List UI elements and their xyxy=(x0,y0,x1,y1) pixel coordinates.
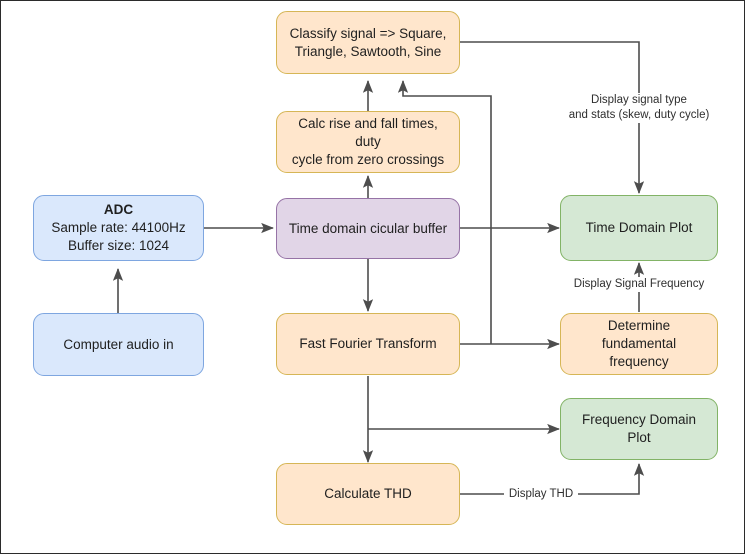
node-computer-audio-in[interactable]: Computer audio in xyxy=(33,313,204,376)
node-determine-fundamental-frequency-label: Determine fundamental frequency xyxy=(601,318,677,369)
node-fast-fourier-transform-label: Fast Fourier Transform xyxy=(299,336,437,352)
node-classify-signal-label: Classify signal => Square, Triangle, Saw… xyxy=(289,25,447,59)
edge-label-display-signal-type: Display signal type and stats (skew, dut… xyxy=(559,93,719,123)
node-classify-signal[interactable]: Classify signal => Square, Triangle, Saw… xyxy=(276,11,460,74)
node-fast-fourier-transform[interactable]: Fast Fourier Transform xyxy=(276,313,460,375)
node-time-domain-buffer-label: Time domain cicular buffer xyxy=(288,220,448,236)
node-determine-fundamental-frequency[interactable]: Determine fundamental frequency xyxy=(560,313,718,375)
node-time-domain-buffer[interactable]: Time domain cicular buffer xyxy=(276,198,460,259)
edge-label-display-thd: Display THD xyxy=(504,487,578,502)
node-adc[interactable]: ADC Sample rate: 44100Hz Buffer size: 10… xyxy=(33,195,204,261)
node-frequency-domain-plot[interactable]: Frequency Domain Plot xyxy=(560,398,718,460)
node-calc-rise-fall-label: Calc rise and fall times, duty cycle fro… xyxy=(291,116,445,167)
node-computer-audio-in-label: Computer audio in xyxy=(63,336,174,352)
node-frequency-domain-plot-label: Frequency Domain Plot xyxy=(581,412,697,445)
node-time-domain-plot[interactable]: Time Domain Plot xyxy=(560,195,718,261)
node-calc-rise-fall[interactable]: Calc rise and fall times, duty cycle fro… xyxy=(276,111,460,173)
node-calculate-thd[interactable]: Calculate THD xyxy=(276,463,460,525)
node-adc-title: ADC xyxy=(103,202,134,218)
node-adc-label: Sample rate: 44100Hz Buffer size: 1024 xyxy=(51,220,186,253)
edge-label-display-signal-frequency: Display Signal Frequency xyxy=(560,277,718,292)
node-time-domain-plot-label: Time Domain Plot xyxy=(585,220,693,236)
node-calculate-thd-label: Calculate THD xyxy=(324,486,412,502)
